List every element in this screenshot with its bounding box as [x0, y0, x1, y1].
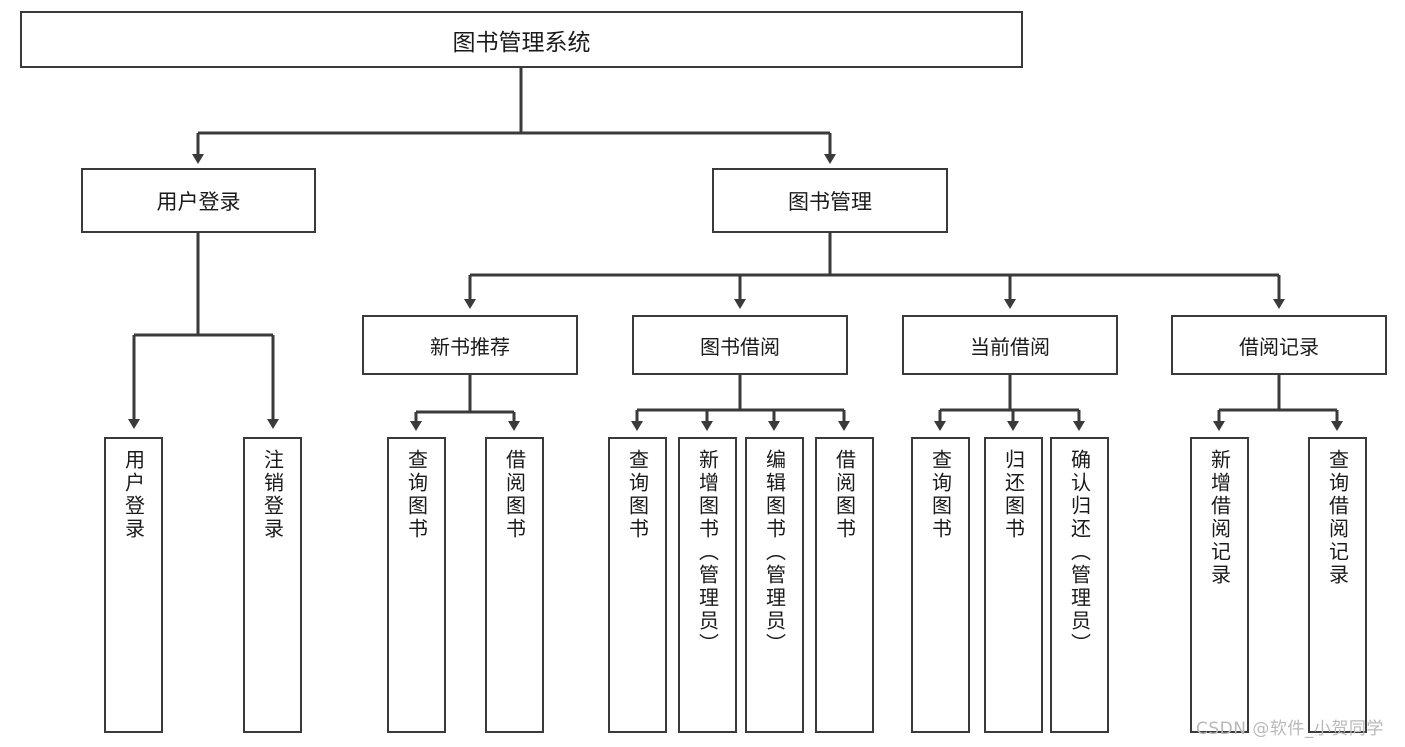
- leaf-query-book-borrow[interactable]: 查询图书: [608, 437, 667, 733]
- leaf-user-login[interactable]: 用户登录: [104, 437, 163, 733]
- node-new-book-recommend-label: 新书推荐: [430, 334, 510, 359]
- node-book-management[interactable]: 图书管理: [712, 168, 948, 233]
- leaf-confirm-return-admin[interactable]: 确认归还（管理员）: [1050, 437, 1109, 733]
- leaf-borrow-book-recommend-label: 借阅图书: [502, 449, 527, 541]
- node-root-label: 图书管理系统: [452, 29, 591, 56]
- leaf-edit-book-admin[interactable]: 编辑图书（管理员）: [745, 437, 804, 733]
- leaf-query-book-current[interactable]: 查询图书: [911, 437, 970, 733]
- leaf-query-borrow-record[interactable]: 查询借阅记录: [1308, 437, 1367, 733]
- leaf-borrow-book-recommend[interactable]: 借阅图书: [485, 437, 544, 733]
- leaf-edit-book-admin-label: 编辑图书（管理员）: [762, 449, 787, 656]
- node-root[interactable]: 图书管理系统: [20, 11, 1023, 68]
- leaf-query-book-current-label: 查询图书: [928, 449, 953, 541]
- node-current-borrow[interactable]: 当前借阅: [902, 315, 1118, 375]
- leaf-query-book-recommend-label: 查询图书: [404, 449, 429, 541]
- node-new-book-recommend[interactable]: 新书推荐: [362, 315, 578, 375]
- node-book-borrow[interactable]: 图书借阅: [632, 315, 848, 375]
- leaf-user-logout-label: 注销登录: [260, 449, 285, 541]
- leaf-return-book-label: 归还图书: [1001, 449, 1026, 541]
- leaf-borrow-book[interactable]: 借阅图书: [815, 437, 874, 733]
- leaf-query-book-recommend[interactable]: 查询图书: [387, 437, 446, 733]
- leaf-confirm-return-admin-label: 确认归还（管理员）: [1067, 449, 1092, 656]
- node-book-management-label: 图书管理: [788, 189, 872, 214]
- leaf-add-borrow-record[interactable]: 新增借阅记录: [1190, 437, 1249, 733]
- leaf-query-borrow-record-label: 查询借阅记录: [1325, 449, 1350, 587]
- leaf-query-book-borrow-label: 查询图书: [625, 449, 650, 541]
- leaf-user-logout[interactable]: 注销登录: [243, 437, 302, 733]
- leaf-borrow-book-label: 借阅图书: [832, 449, 857, 541]
- leaf-return-book[interactable]: 归还图书: [984, 437, 1043, 733]
- node-user-login-label: 用户登录: [156, 189, 241, 214]
- leaf-user-login-label: 用户登录: [121, 449, 146, 541]
- node-current-borrow-label: 当前借阅: [970, 334, 1050, 359]
- leaf-add-book-admin-label: 新增图书（管理员）: [695, 449, 720, 656]
- node-borrow-record-label: 借阅记录: [1239, 334, 1319, 359]
- node-user-login[interactable]: 用户登录: [81, 168, 316, 233]
- csdn-watermark: CSDN @软件_小贺同学: [1196, 719, 1384, 739]
- node-borrow-record[interactable]: 借阅记录: [1171, 315, 1387, 375]
- leaf-add-borrow-record-label: 新增借阅记录: [1207, 449, 1232, 587]
- leaf-add-book-admin[interactable]: 新增图书（管理员）: [678, 437, 737, 733]
- node-book-borrow-label: 图书借阅: [700, 334, 780, 359]
